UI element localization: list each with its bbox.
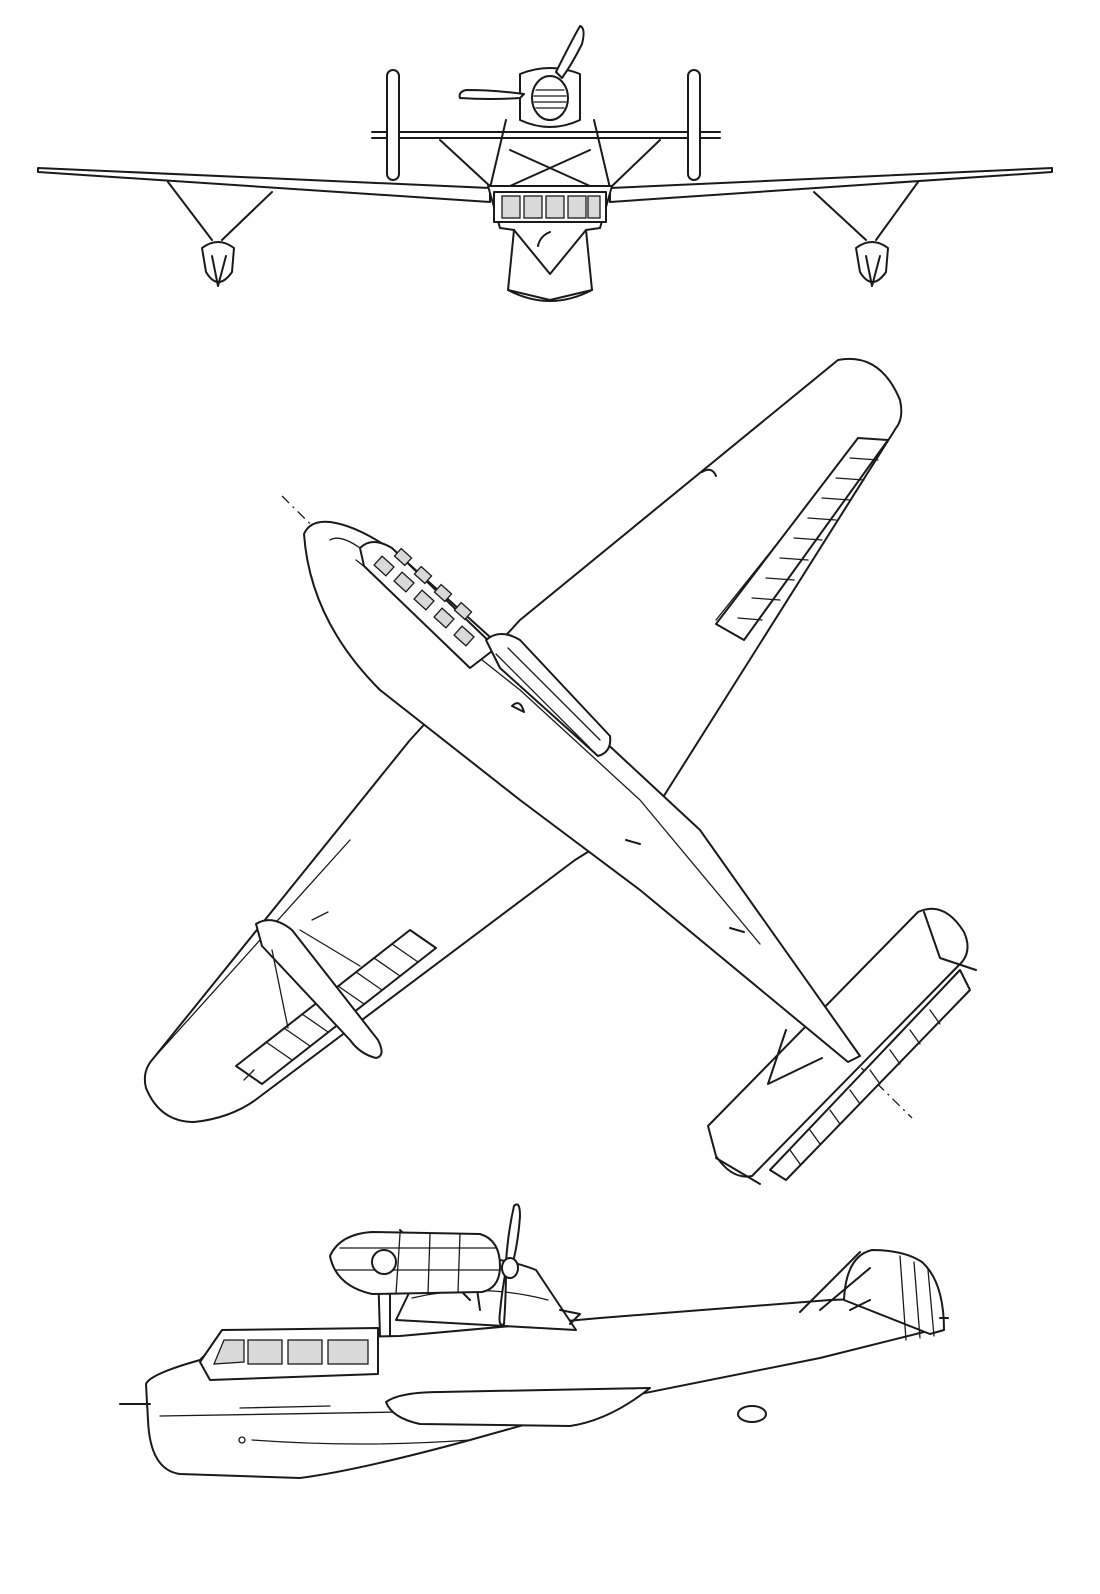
top-cockpit-glazing xyxy=(359,541,497,669)
side-cockpit-windows xyxy=(212,1339,369,1365)
top-view xyxy=(143,357,977,1185)
front-float-struts xyxy=(167,181,919,241)
side-tail-struts xyxy=(799,1251,871,1313)
front-view xyxy=(37,25,1053,302)
side-propeller xyxy=(505,1203,521,1267)
side-view xyxy=(119,1203,949,1479)
front-cockpit-windows xyxy=(501,195,601,219)
front-right-fin xyxy=(687,69,701,181)
top-engine-nacelle xyxy=(485,633,612,757)
top-float-struts xyxy=(243,911,361,1081)
top-left-float xyxy=(255,919,383,1059)
front-tailplane xyxy=(371,131,721,139)
front-left-fin xyxy=(386,69,400,181)
front-right-float xyxy=(855,241,889,283)
side-sponson xyxy=(385,1387,651,1427)
front-cabane-struts xyxy=(439,119,661,189)
front-propeller xyxy=(555,25,585,79)
top-elevator xyxy=(769,969,971,1181)
top-right-aileron xyxy=(715,437,889,641)
front-wing xyxy=(37,167,1053,203)
side-engine-nacelle xyxy=(329,1231,501,1295)
top-fins xyxy=(715,911,977,1185)
front-left-float xyxy=(201,241,235,283)
side-tail-fin xyxy=(843,1249,945,1335)
